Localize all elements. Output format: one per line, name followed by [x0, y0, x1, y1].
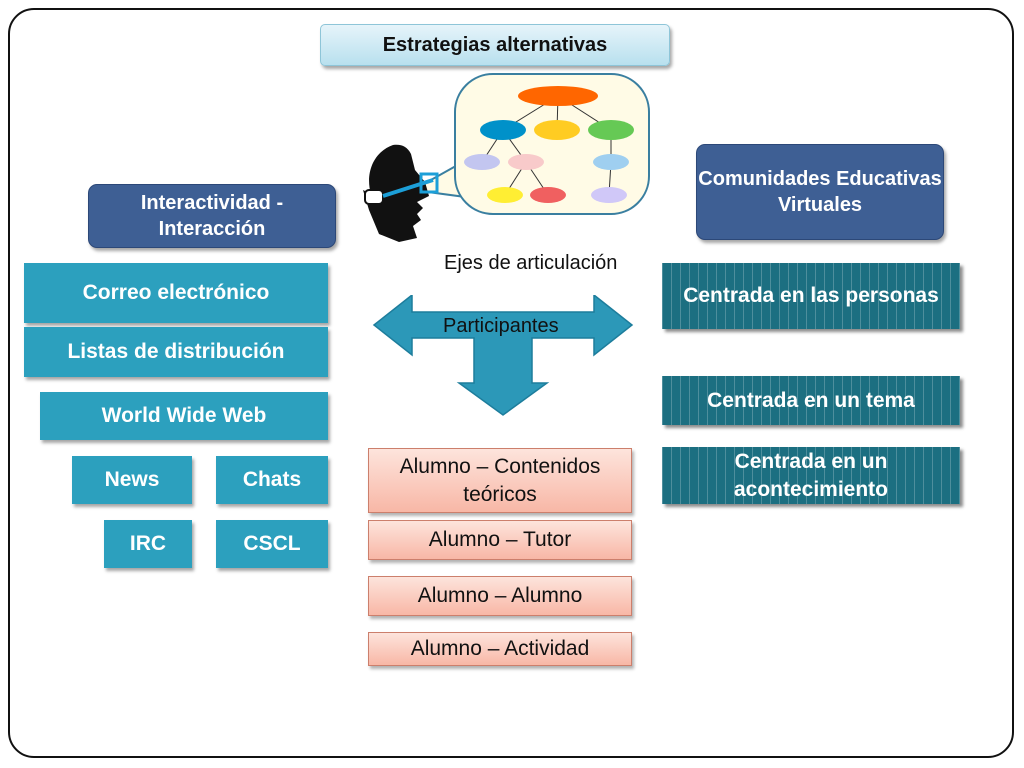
slide-frame: [8, 8, 1014, 758]
participantes-label: Participantes: [443, 315, 559, 337]
slide-title: Estrategias alternativas: [320, 24, 670, 66]
ejes-caption: Ejes de articulación: [444, 252, 618, 274]
tool-listas: Listas de distribución: [24, 327, 328, 377]
tool-chats: Chats: [216, 456, 328, 504]
comunidad-tema: Centrada en un tema: [662, 376, 960, 425]
tool-cscl: CSCL: [216, 520, 328, 568]
comunidad-acontecimiento: Centrada en un acontecimiento: [662, 447, 960, 504]
comunidad-personas: Centrada en las personas: [662, 263, 960, 329]
thought-bubble-icon: [454, 73, 650, 215]
thinking-head-icon: [363, 73, 650, 242]
tool-irc: IRC: [104, 520, 192, 568]
relacion-alumno: Alumno – Alumno: [368, 576, 632, 616]
relacion-actividad: Alumno – Actividad: [368, 632, 632, 666]
tool-correo: Correo electrónico: [24, 263, 328, 323]
left-header: Interactividad - Interacción: [88, 184, 336, 248]
comunidad-personas-text: Centrada en las personas: [683, 284, 939, 308]
relacion-contenidos: Alumno – Contenidos teóricos: [368, 448, 632, 513]
right-header: Comunidades Educativas Virtuales: [696, 144, 944, 240]
tool-news: News: [72, 456, 192, 504]
relacion-contenidos-text: Alumno – Contenidos teóricos: [399, 455, 601, 506]
relacion-tutor: Alumno – Tutor: [368, 520, 632, 560]
right-header-text: Comunidades Educativas Virtuales: [698, 168, 942, 216]
tool-www: World Wide Web: [40, 392, 328, 440]
cross-arrow-icon: [372, 295, 634, 416]
org-chart-icon: [464, 86, 634, 203]
comunidad-acontecimiento-text: Centrada en un acontecimiento: [733, 450, 889, 501]
